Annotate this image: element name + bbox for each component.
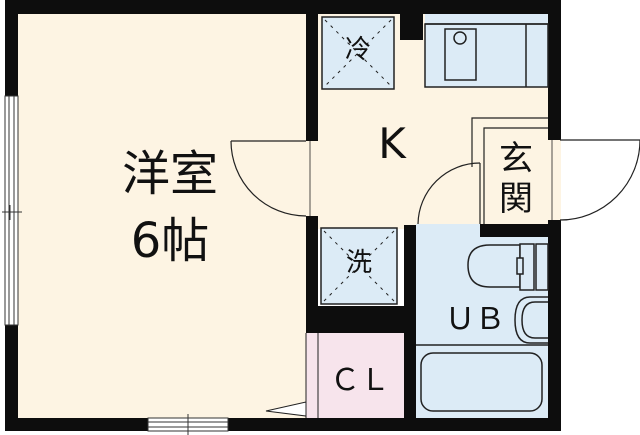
wall-right-lower <box>548 220 561 431</box>
entrance-step <box>471 117 548 224</box>
wall-divider-lower <box>306 216 318 333</box>
wall-left-upper <box>5 0 18 96</box>
closet-door <box>265 401 307 417</box>
wall-kitchen-stub <box>400 0 423 40</box>
bathtub <box>420 352 543 412</box>
wall-bottom-right <box>228 418 561 431</box>
wall-left-lower <box>5 325 18 431</box>
wall-washer-bottom <box>306 306 416 333</box>
wall-bath-left <box>404 225 416 431</box>
western-room-floor <box>18 14 306 418</box>
washer-label: 洗 <box>345 248 372 278</box>
wall-entrance-bottom <box>480 224 561 237</box>
wall-right-upper <box>548 0 561 140</box>
western-room-name: 洋室 <box>121 146 218 202</box>
wash-basin <box>514 296 548 344</box>
door-western-room <box>230 140 318 217</box>
toilet <box>467 243 549 291</box>
wall-divider-upper <box>306 0 318 141</box>
window-left <box>2 95 22 326</box>
front-door <box>548 139 640 221</box>
kitchen-sink <box>424 23 549 88</box>
washer-box <box>320 227 398 305</box>
entrance-label-2: 関 <box>499 179 533 219</box>
closet-label: ＣＬ <box>330 363 390 398</box>
entrance-label-1: 玄 <box>499 139 533 179</box>
bath-door <box>416 162 481 236</box>
closet-floor <box>306 333 404 418</box>
window-bottom <box>147 414 229 435</box>
unit-bath-label: ＵＢ <box>445 302 505 337</box>
refrigerator-label: 冷 <box>344 35 371 65</box>
wall-bottom-left <box>5 418 148 431</box>
western-room-size: 6帖 <box>130 213 210 269</box>
kitchen-label: K <box>378 119 406 168</box>
